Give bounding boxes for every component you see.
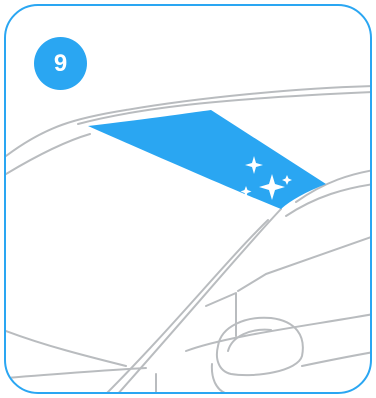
side-window-frame [238,236,372,291]
a-pillar-inner [104,220,268,394]
fender-line [302,352,372,366]
hood-line [6,331,126,366]
cowl-line [6,368,146,378]
step-number: 9 [54,52,67,76]
instruction-card: 9 [4,4,372,394]
a-pillar-outer [116,209,281,394]
step-number-badge: 9 [34,37,87,90]
side-window-lower [206,293,236,336]
windshield-top-edge [6,134,90,174]
mirror-mount [212,364,228,394]
sun-strip [88,110,326,209]
